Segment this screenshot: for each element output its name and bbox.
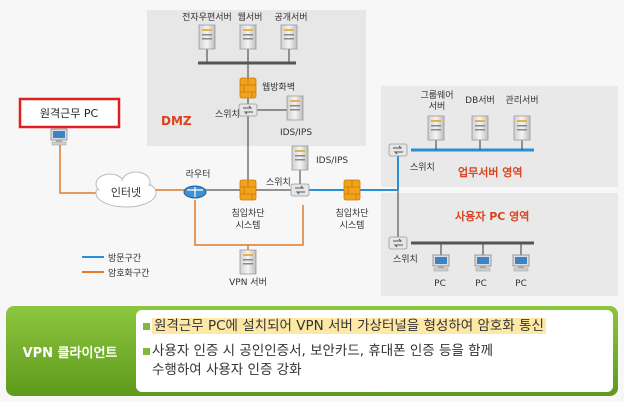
firewall-label: 침입차단 <box>335 207 368 219</box>
user-pc-icon <box>432 254 450 272</box>
panel-title: VPN 클라이언트 <box>22 345 118 361</box>
firewall-icon <box>239 179 257 201</box>
dmz-label: DMZ <box>161 114 192 128</box>
firewall-label: 침입차단 <box>231 207 264 219</box>
work-zone-label: 업무서버 영역 <box>458 165 523 179</box>
firewall-label: 시스템 <box>236 219 261 231</box>
dmz-zone <box>147 10 366 146</box>
remote-pc-box <box>18 97 121 129</box>
user-zone-label: 사용자 PC 영역 <box>455 209 529 223</box>
bullet-item: 원격근무 PC에 설치되어 VPN 서버 가상터널을 형성하여 암호화 통신 <box>152 317 546 335</box>
work-server-label: DB서버 <box>465 95 495 106</box>
user-pc-icon <box>474 254 492 272</box>
bullet-text: 원격근무 PC에 설치되어 VPN 서버 가상터널을 형성하여 암호화 통신 <box>152 318 546 334</box>
internet-cloud <box>95 171 157 208</box>
dmz-server-label: 공개서버 <box>274 12 307 23</box>
remote-pc-icon <box>50 128 68 146</box>
firewall-label: 시스템 <box>340 219 365 231</box>
ids-ips-icon <box>286 95 304 121</box>
legend-label: 방문구간 <box>108 253 141 264</box>
remote-pc-label: 원격근무 PC <box>40 107 99 120</box>
work-server-icon <box>513 115 531 141</box>
switch-icon <box>238 103 258 117</box>
router-icon <box>183 185 207 199</box>
ids-ips-icon <box>291 145 309 171</box>
web-firewall-label: 웹방화벽 <box>262 82 295 93</box>
dmz-server-label: 웹서버 <box>238 12 263 23</box>
switch-icon <box>290 183 310 197</box>
legend: 방문구간 암호화구간 <box>82 253 149 279</box>
bullet-marker <box>143 323 150 330</box>
pc-label: PC <box>475 279 487 289</box>
work-server-zone <box>381 86 618 187</box>
dmz-server-icon <box>280 24 298 50</box>
dmz-server-icon <box>198 24 216 50</box>
switch-icon <box>388 143 408 157</box>
web-firewall-icon <box>239 77 257 99</box>
switch-label: 스위치 <box>410 161 435 173</box>
firewall-icon <box>343 179 361 201</box>
dmz-server-icon <box>239 24 257 50</box>
switch-label: 스위치 <box>266 176 291 188</box>
vpn-server-icon <box>239 249 257 275</box>
ids-ips-label: IDS/IPS <box>280 128 312 138</box>
legend-label: 암호화구간 <box>108 267 149 279</box>
internet-label: 인터넷 <box>111 186 141 199</box>
bullet-marker <box>143 348 150 355</box>
work-server-label: 관리서버 <box>505 95 538 106</box>
work-server-icon <box>471 115 489 141</box>
vpn-server-label: VPN 서버 <box>229 277 267 288</box>
switch-label: 스위치 <box>393 253 418 265</box>
work-server-icon <box>427 115 445 141</box>
bullet-text: 사용자 인증 시 공인인증서, 보안카드, 휴대폰 인증 등을 함께 <box>152 343 493 359</box>
bullet-text: 수행하여 사용자 인증 강화 <box>152 362 302 378</box>
user-pc-icon <box>512 254 530 272</box>
dmz-server-label: 전자우편서버 <box>182 11 232 23</box>
pc-label: PC <box>434 279 446 289</box>
switch-icon <box>388 236 408 250</box>
switch-label: 스위치 <box>215 108 240 120</box>
pc-label: PC <box>515 279 527 289</box>
ids-ips-label: IDS/IPS <box>316 156 348 166</box>
router-label: 라우터 <box>186 169 211 180</box>
